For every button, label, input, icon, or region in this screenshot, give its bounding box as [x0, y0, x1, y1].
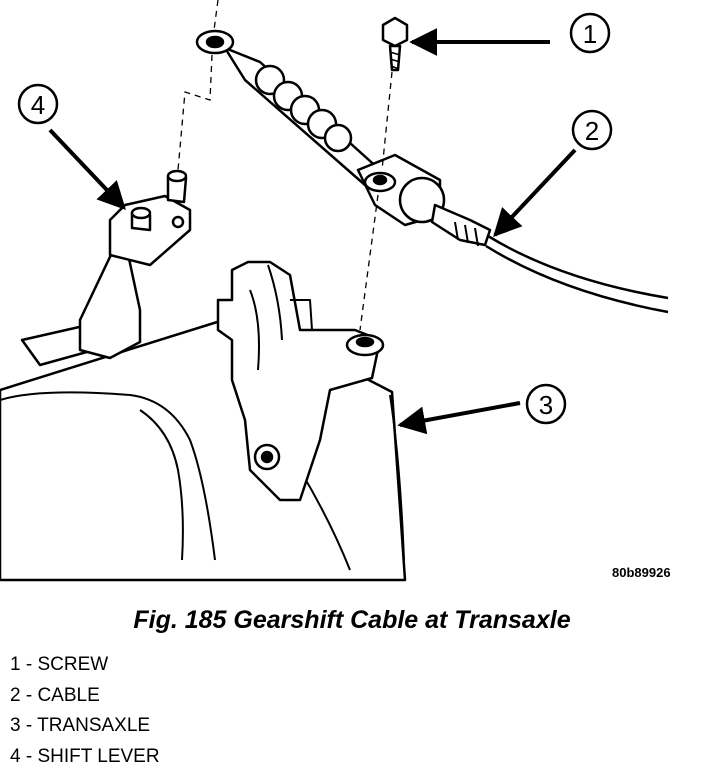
callout-1: 1	[571, 14, 609, 52]
legend-item: 2 - CABLE	[10, 681, 160, 712]
figure-id: 80b89926	[612, 565, 671, 580]
gearshift-cable-illustration: 1 2 3 4	[0, 0, 704, 590]
callout-4-label: 4	[31, 90, 45, 120]
callout-2: 2	[573, 111, 611, 149]
legend-item: 3 - TRANSAXLE	[10, 711, 160, 742]
callout-3-label: 3	[539, 390, 553, 420]
screw	[383, 18, 407, 70]
figure-caption: Fig. 185 Gearshift Cable at Transaxle	[0, 606, 704, 635]
callout-1-label: 1	[583, 19, 597, 49]
callout-3: 3	[527, 385, 565, 423]
callout-2-label: 2	[585, 116, 599, 146]
callout-4: 4	[19, 85, 57, 123]
legend-item: 4 - SHIFT LEVER	[10, 742, 160, 772]
shift-lever	[80, 171, 190, 358]
legend-item: 1 - SCREW	[10, 650, 160, 681]
legend-list: 1 - SCREW 2 - CABLE 3 - TRANSAXLE 4 - SH…	[10, 650, 160, 772]
